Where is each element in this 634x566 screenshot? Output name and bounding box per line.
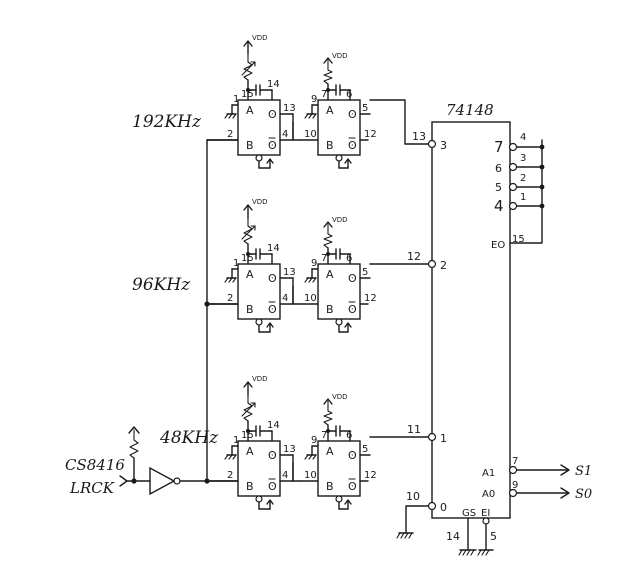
svg-text:GS: GS xyxy=(462,508,476,519)
svg-text:13: 13 xyxy=(412,130,426,143)
svg-text:14: 14 xyxy=(446,530,460,543)
svg-text:0: 0 xyxy=(440,501,447,514)
label-192khz: 192KHz xyxy=(132,112,202,132)
wire-input0-ground xyxy=(405,505,429,534)
svg-text:2: 2 xyxy=(520,173,526,184)
oneshot-48-second xyxy=(298,392,378,510)
oneshot-192-second xyxy=(298,51,378,169)
svg-text:5: 5 xyxy=(490,530,497,543)
oneshot-96-second xyxy=(298,215,378,333)
oneshot-96-first xyxy=(206,197,297,333)
wire-192-out xyxy=(369,99,429,145)
svg-text:5: 5 xyxy=(495,181,502,194)
svg-text:EO: EO xyxy=(491,240,505,251)
svg-text:15: 15 xyxy=(512,234,525,245)
output-s1: S1 xyxy=(508,464,592,479)
label-cs8416: CS8416 xyxy=(65,456,125,474)
svg-text:7: 7 xyxy=(494,138,504,156)
ic-74148: 74148 13 3 12 2 11 1 10 0 7 4 6 3 5 xyxy=(396,101,545,556)
svg-text:6: 6 xyxy=(495,162,502,175)
wire-eo-tie xyxy=(509,139,543,244)
oneshot-192-first xyxy=(206,33,297,169)
svg-text:A0: A0 xyxy=(482,489,495,500)
svg-text:2: 2 xyxy=(440,259,447,272)
svg-text:10: 10 xyxy=(406,490,420,503)
label-96khz: 96KHz xyxy=(132,275,191,295)
ic-name: 74148 xyxy=(446,101,494,119)
svg-text:EI: EI xyxy=(481,508,490,519)
label-48khz: 48KHz xyxy=(159,428,219,448)
inverter-gate xyxy=(149,466,181,496)
svg-text:9: 9 xyxy=(512,480,518,491)
svg-text:1: 1 xyxy=(440,432,447,445)
svg-text:3: 3 xyxy=(520,153,526,164)
label-lrck: LRCK xyxy=(69,479,115,497)
svg-text:12: 12 xyxy=(407,250,421,263)
output-s0: S0 xyxy=(508,487,592,502)
label-s0: S0 xyxy=(575,487,592,502)
oneshot-48-first xyxy=(206,374,297,510)
svg-text:4: 4 xyxy=(520,132,526,143)
svg-text:A1: A1 xyxy=(482,468,495,479)
svg-text:11: 11 xyxy=(407,423,421,436)
svg-text:3: 3 xyxy=(440,139,447,152)
svg-text:7: 7 xyxy=(512,456,518,467)
label-s1: S1 xyxy=(575,464,592,479)
svg-text:1: 1 xyxy=(520,192,526,203)
svg-text:4: 4 xyxy=(494,197,504,215)
